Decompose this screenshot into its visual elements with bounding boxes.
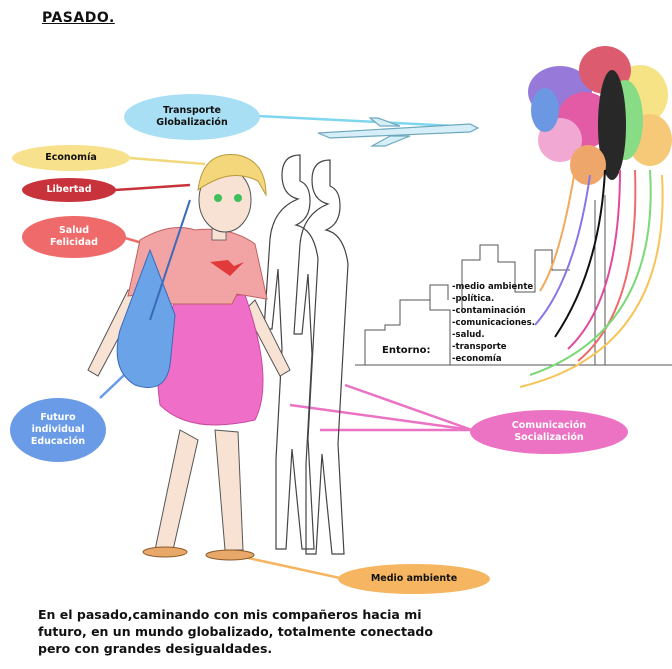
- bubble-libertad-line-1: Libertad: [46, 184, 92, 195]
- caption-line-1: En el pasado,caminando con mis compañero…: [38, 607, 422, 622]
- entorno-label: Entorno:: [382, 345, 431, 356]
- girl-figure: [87, 153, 291, 561]
- entorno-item: -política.: [452, 294, 495, 304]
- pollution-cloud: [528, 46, 672, 185]
- entorno-item: -comunicaciones.: [452, 318, 535, 328]
- page-title: PASADO.: [42, 10, 115, 26]
- bubble-transporte-line-2: Globalización: [156, 117, 228, 128]
- bubble-economia-line-1: Economía: [45, 152, 97, 163]
- transporte-connector: [257, 114, 456, 128]
- companion-figures: [263, 154, 349, 555]
- caption: En el pasado,caminando con mis compañero…: [38, 606, 598, 657]
- bubble-medio-ambiente: Medio ambiente: [338, 564, 490, 594]
- libertad-connector: [114, 183, 191, 192]
- city-skyline: [355, 195, 672, 366]
- comunicacion-connectors: [289, 383, 473, 432]
- caption-line-3: pero con grandes desigualdades.: [38, 641, 273, 656]
- bubble-transporte-line-1: Transporte: [163, 105, 221, 116]
- bubble-futuro-line-1: Futuro: [40, 412, 76, 423]
- entorno-strands: [519, 169, 664, 388]
- entorno-item: -transporte: [452, 342, 507, 352]
- bubble-futuro-line-2: individual: [31, 424, 85, 435]
- entorno-item: -contaminación: [452, 306, 526, 316]
- entorno-item: -medio ambiente: [452, 282, 534, 292]
- bubble-salud-line-1: Salud: [58, 225, 90, 236]
- bubble-futuro-line-3: Educación: [30, 436, 86, 447]
- bubble-salud-line-2: Felicidad: [50, 237, 98, 248]
- caption-line-2: futuro, en un mundo globalizado, totalme…: [38, 624, 433, 639]
- entorno-list: -medio ambiente -política. -contaminació…: [452, 281, 535, 365]
- bubble-economia: Economía: [12, 145, 130, 171]
- airplane-icon: [317, 117, 480, 147]
- economia-connector: [129, 156, 206, 166]
- bubble-comunicacion-line-1: Comunicación: [511, 420, 587, 431]
- bubble-medio-ambiente-line-1: Medio ambiente: [370, 573, 458, 584]
- bubble-comunicacion-line-2: Socialización: [514, 432, 584, 443]
- bubble-libertad: Libertad: [22, 178, 116, 202]
- entorno-item: -economía: [452, 354, 502, 364]
- entorno-item: -salud.: [452, 330, 485, 340]
